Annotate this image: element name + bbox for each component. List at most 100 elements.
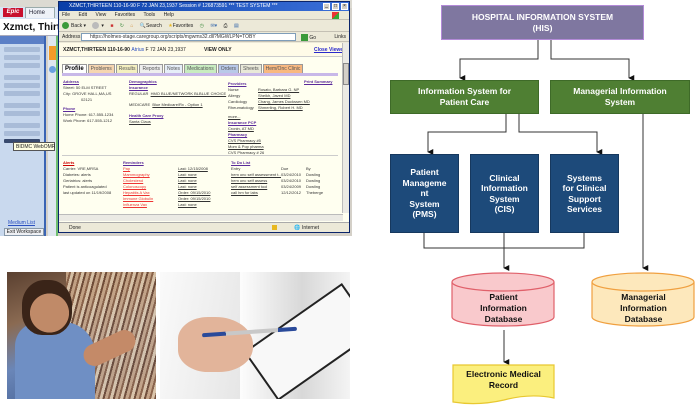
pharmacy-link[interactable]: Mom & Pop pharma: [228, 144, 264, 149]
reminder-status[interactable]: Last: 12/15/2008: [178, 166, 208, 171]
pharmacy-link[interactable]: CVS Pharmacy #5: [228, 138, 261, 143]
reminder-name[interactable]: Influenza Vax: [123, 202, 147, 207]
provider-name[interactable]: Shmerling, Robert H. MD: [258, 105, 303, 110]
todo-column-header: Entry: [231, 166, 241, 171]
menu-favorites[interactable]: Favorites: [114, 12, 136, 18]
insurance-regular-value[interactable]: HMO BLUE/NETWORK BLBLUE CHOICE: [150, 91, 227, 96]
sidebar-item[interactable]: [4, 91, 40, 96]
todo-entry[interactable]: self assessment tool: [231, 184, 268, 189]
pcp-value[interactable]: Cronin, AT MD: [228, 126, 254, 131]
proxy-value[interactable]: Santa Claus: [129, 119, 151, 124]
reminder-status[interactable]: Order: 09/15/2010: [178, 190, 211, 195]
vertical-scrollbar[interactable]: [342, 43, 349, 213]
providers-more-link[interactable]: more...: [228, 114, 241, 119]
browser-menu-bar: File Edit View Favorites Tools Help: [59, 11, 349, 20]
reminder-status[interactable]: Last: none: [178, 184, 197, 189]
todo-due: 03/24/2009: [281, 184, 302, 189]
exit-workspace-button[interactable]: Exit Workspace: [4, 228, 44, 236]
home-phone: Home Phone: 617-555-1234: [63, 112, 114, 117]
sidebar-item-webomr[interactable]: [4, 139, 40, 143]
demographics-section: Demographics Insurance REGULAR HMO BLUE/…: [129, 79, 226, 125]
forward-button[interactable]: ▾: [92, 20, 104, 32]
scrollbar-thumb[interactable]: [343, 63, 349, 85]
close-viewer-link[interactable]: Close Viewer: [313, 47, 345, 53]
home-tab[interactable]: Home: [25, 7, 55, 18]
epic-activity-strip: [48, 36, 58, 236]
todo-heading: To Do List: [231, 160, 251, 165]
reminder-row: Immune Globulin Order: 09/15/2010: [123, 196, 210, 202]
provider-name[interactable]: Rosato, Barbara G. NP: [258, 87, 300, 92]
reminder-status[interactable]: Order: 09/15/2010: [178, 196, 211, 201]
reminder-name[interactable]: Mammography: [123, 172, 150, 177]
history-icon[interactable]: ◷: [199, 23, 205, 29]
patient-database-shape: [451, 272, 555, 327]
minimize-icon[interactable]: _: [323, 3, 330, 10]
sidebar-item[interactable]: [4, 75, 40, 80]
reminder-status[interactable]: Last: none: [178, 172, 197, 177]
reminder-name[interactable]: Immune Globulin: [123, 196, 154, 201]
search-button[interactable]: 🔍Search: [139, 23, 162, 29]
hand: [178, 317, 253, 372]
reminder-name[interactable]: Pap: [123, 166, 131, 171]
todo-entry[interactable]: hem onc self assessment t...: [231, 172, 281, 177]
home-icon[interactable]: ⌂: [130, 23, 134, 29]
provider-name[interactable]: Sheikh, Javed MD: [258, 93, 291, 98]
reminder-status[interactable]: Last: none: [178, 178, 197, 183]
clipboard: [243, 283, 350, 399]
refresh-icon[interactable]: ↻: [119, 23, 124, 29]
menu-help[interactable]: Help: [163, 12, 174, 18]
reminder-name[interactable]: Hepatitis A Vax: [123, 190, 150, 195]
stop-icon[interactable]: ■: [110, 23, 114, 29]
horizontal-scrollbar[interactable]: [59, 214, 343, 221]
menu-tools[interactable]: Tools: [143, 12, 156, 18]
maximize-icon[interactable]: □: [332, 3, 339, 10]
edge-his-to-mis: [550, 40, 635, 81]
reminder-name[interactable]: Cholesterol: [123, 178, 144, 183]
todo-by: Theberge: [306, 190, 324, 195]
print-summary-link[interactable]: Print Summary: [304, 79, 333, 84]
sidebar-item[interactable]: [4, 111, 40, 116]
sidebar-item[interactable]: [4, 63, 40, 68]
sidebar-item[interactable]: [4, 131, 40, 136]
sidebar-item[interactable]: [4, 55, 40, 60]
node-label: HOSPITAL INFORMATION SYSTEM (HIS): [471, 11, 614, 33]
insurance-medicare-value[interactable]: Blue Medicare/Rx - Option 1: [152, 102, 203, 107]
favorites-button[interactable]: ★Favorites: [168, 23, 194, 29]
sidebar-header: [0, 36, 44, 44]
patient-header-link[interactable]: Atrius: [131, 47, 145, 53]
activity-icon[interactable]: [49, 46, 56, 60]
sidebar-item[interactable]: [4, 103, 40, 108]
menu-edit[interactable]: Edit: [78, 12, 88, 18]
provider-name[interactable]: Chang, James Duckssen MD: [258, 99, 310, 104]
tab-underline: [62, 73, 338, 76]
edit-icon[interactable]: ▤: [233, 23, 239, 29]
todo-due: 03/24/2010: [281, 172, 302, 177]
demographics-heading[interactable]: Demographics: [129, 79, 157, 84]
sidebar-item[interactable]: [4, 83, 40, 88]
print-icon[interactable]: ⎙: [223, 23, 228, 29]
links-button[interactable]: Links: [334, 34, 346, 40]
pharmacy-link[interactable]: CVS Pharmacy # 26: [228, 150, 265, 155]
sidebar-item[interactable]: [4, 47, 40, 52]
insurance-medicare-label: MEDICARE: [129, 102, 151, 107]
address-input[interactable]: https://holmes-stage.caregroup.org/scrip…: [81, 33, 296, 41]
print-summary-section: Print Summary: [304, 79, 332, 85]
sidebar-link[interactable]: Medium List: [8, 220, 35, 226]
menu-file[interactable]: File: [62, 12, 71, 18]
mail-icon[interactable]: ✉▾: [210, 23, 218, 29]
todo-entry[interactable]: call hm for labs: [231, 190, 258, 195]
ie-icon[interactable]: [49, 66, 56, 73]
reminder-status[interactable]: Last: none: [178, 202, 197, 207]
browser-toolbar: Back ▾ ▾ ■ ↻ ⌂ 🔍Search ★Favorites ◷ ✉▾ ⎙…: [59, 20, 349, 32]
close-icon[interactable]: ×: [341, 3, 348, 10]
todo-entry[interactable]: hem onc self assess: [231, 178, 268, 183]
reminder-name[interactable]: Colonoscopy: [123, 184, 147, 189]
back-button[interactable]: Back ▾: [62, 20, 86, 32]
menu-view[interactable]: View: [95, 12, 107, 18]
sidebar-item[interactable]: [4, 123, 40, 128]
go-button[interactable]: Go: [301, 33, 316, 43]
